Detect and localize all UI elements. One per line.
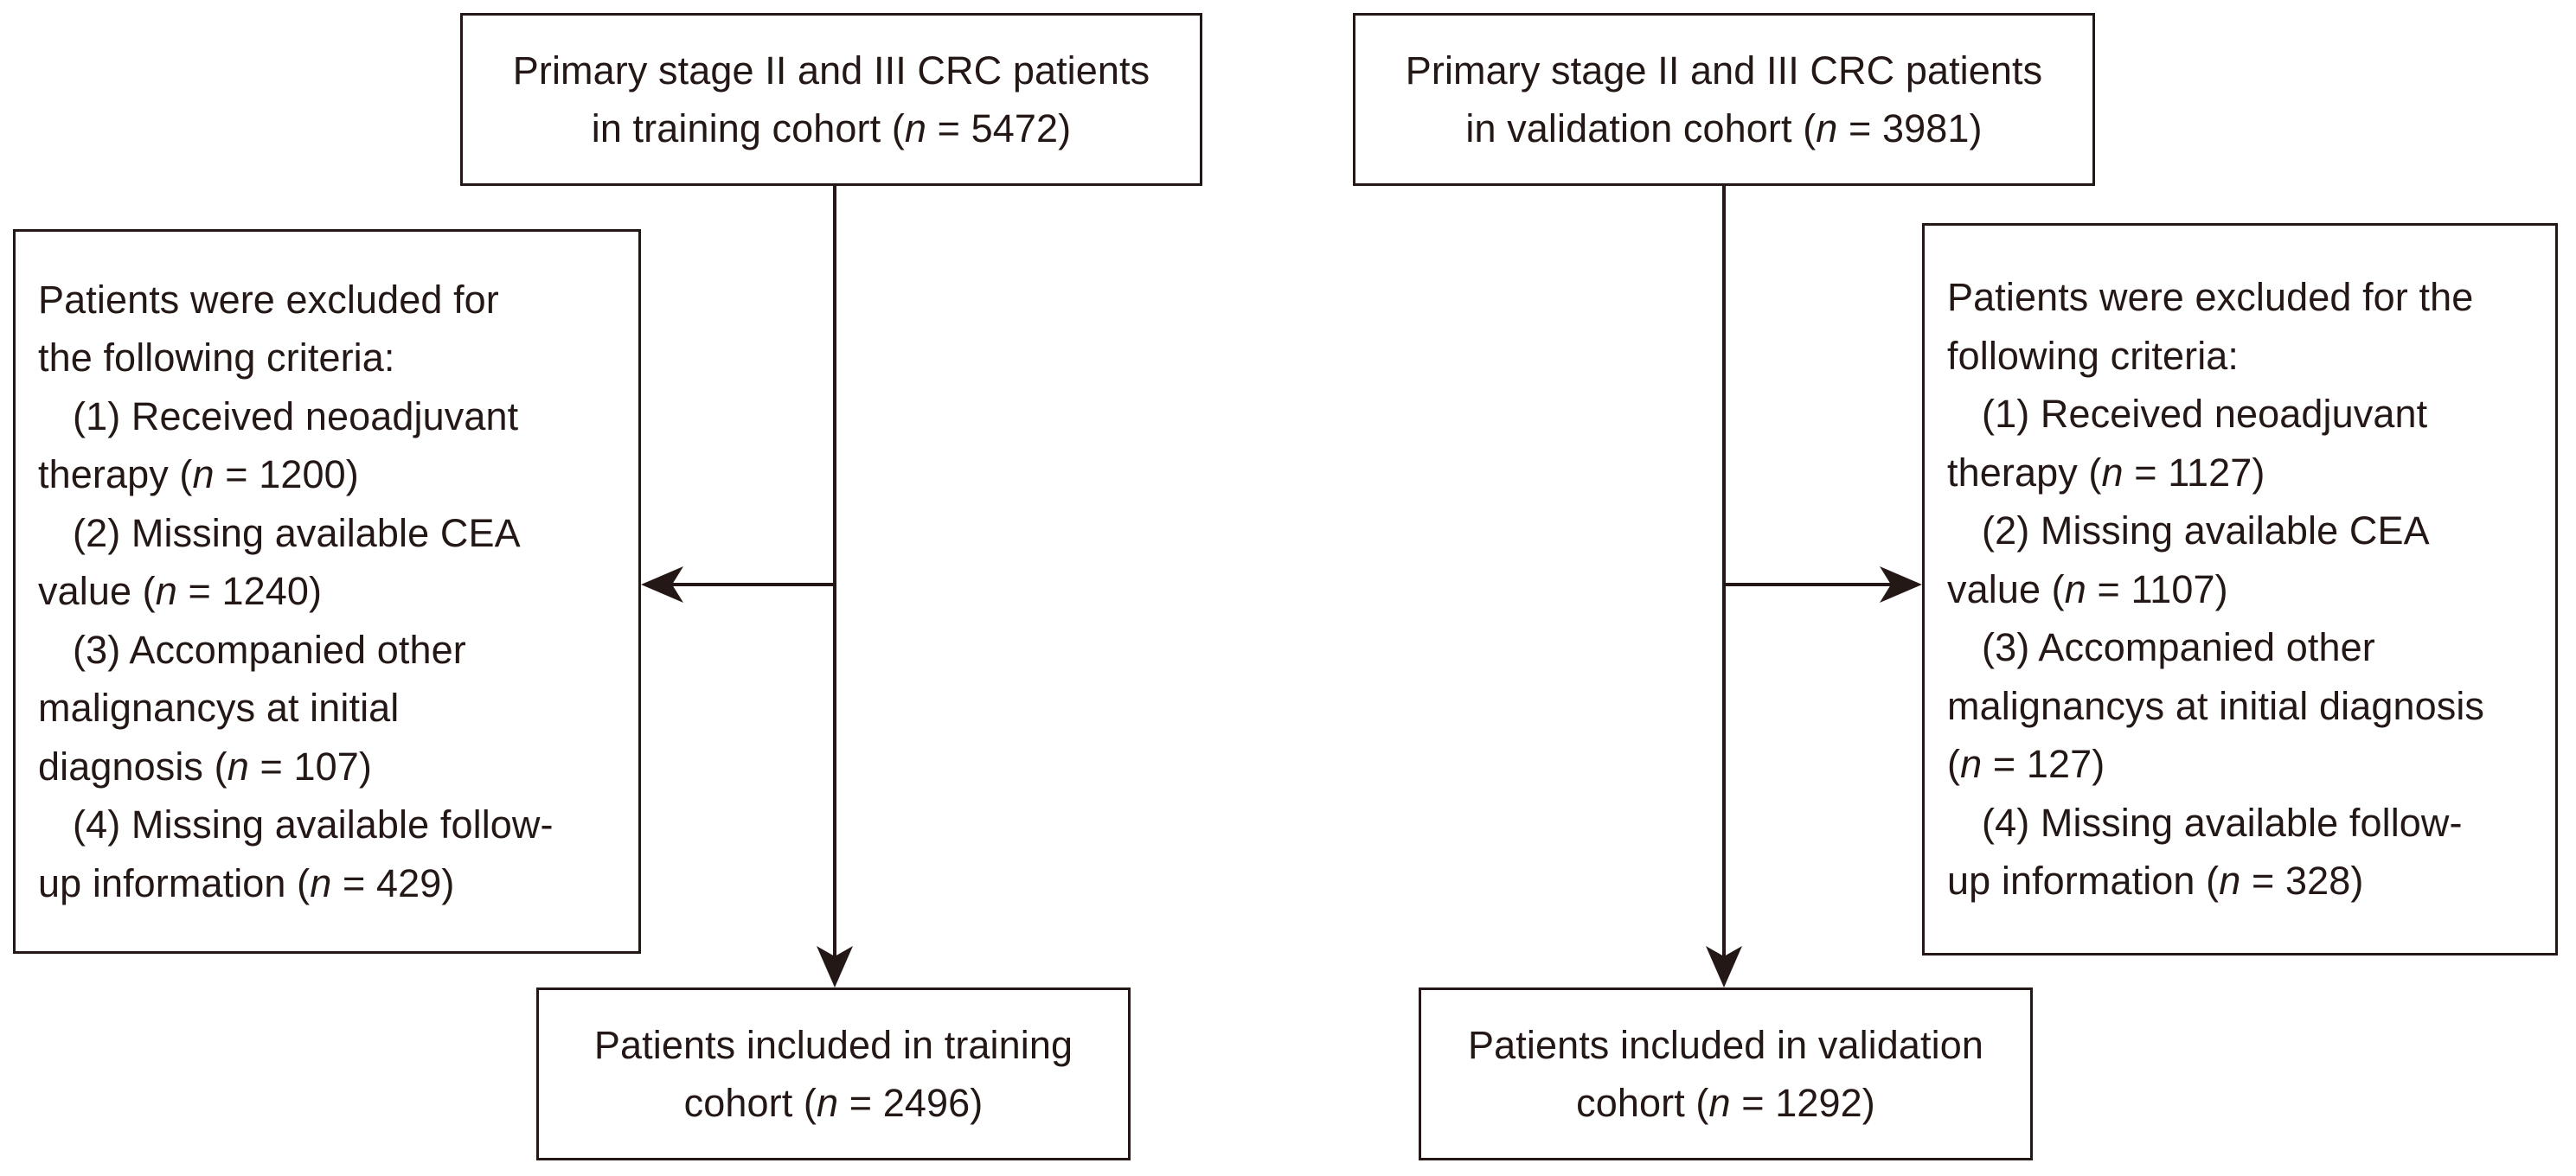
training-included-line-2: cohort (n = 2496) bbox=[669, 1074, 999, 1133]
node-validation-excluded: Patients were excluded for the following… bbox=[1922, 223, 2558, 956]
validation-criterion-3-cont: ( bbox=[1947, 742, 1961, 787]
validation-source-n-symbol: n bbox=[1816, 106, 1838, 150]
validation-criterion-1-post: = 1127) bbox=[2123, 450, 2265, 495]
validation-criterion-1-n-symbol: n bbox=[2101, 450, 2124, 495]
connector-validation-right bbox=[1724, 566, 1922, 603]
training-criterion-3-label: (3) Accompanied other bbox=[73, 627, 466, 672]
training-excluded-heading-2: the following criteria: bbox=[38, 336, 395, 380]
training-included-line-1: Patients included in training bbox=[593, 1022, 1073, 1067]
validation-excluded-heading-1: Patients were excluded for the bbox=[1947, 275, 2474, 320]
node-training-excluded: Patients were excluded for the following… bbox=[13, 229, 641, 954]
validation-criterion-3-count: (n = 127) bbox=[1925, 735, 2127, 794]
training-included-line-2-post: = 2496) bbox=[838, 1081, 984, 1125]
validation-criterion-3-label: (3) Accompanied other bbox=[1982, 625, 2375, 670]
training-criterion-2-count: value (n = 1240) bbox=[16, 562, 344, 621]
training-criterion-3-count: diagnosis (n = 107) bbox=[16, 738, 394, 796]
validation-criterion-4-post: = 328) bbox=[2240, 859, 2364, 904]
node-training-included: Patients included in training cohort (n … bbox=[536, 987, 1131, 1160]
training-criterion-1-post: = 1200) bbox=[214, 452, 359, 497]
training-included-line-2-pre: cohort ( bbox=[683, 1081, 817, 1125]
training-criterion-3-n-symbol: n bbox=[227, 744, 249, 789]
node-training-source: Primary stage II and III CRC patients in… bbox=[460, 13, 1202, 186]
validation-criterion-3-post: = 127) bbox=[1982, 742, 2105, 787]
validation-included-line-2-pre: cohort ( bbox=[1576, 1081, 1709, 1125]
training-included-n-symbol: n bbox=[817, 1081, 839, 1125]
validation-criterion-2-count: value (n = 1107) bbox=[1925, 560, 2251, 619]
node-validation-included: Patients included in validation cohort (… bbox=[1419, 987, 2033, 1160]
training-criterion-1-cont: therapy ( bbox=[38, 452, 193, 497]
training-criterion-4-count: up information (n = 429) bbox=[16, 854, 477, 913]
validation-criterion-1-cont: therapy ( bbox=[1947, 450, 2102, 495]
validation-source-line-2-post: = 3981) bbox=[1837, 106, 1983, 150]
training-criterion-4-n-symbol: n bbox=[310, 860, 332, 905]
validation-criterion-4-count: up information (n = 328) bbox=[1925, 852, 2386, 911]
validation-criterion-1-count: therapy (n = 1127) bbox=[1925, 444, 2287, 502]
validation-included-n-symbol: n bbox=[1708, 1081, 1731, 1125]
validation-criterion-2-n-symbol: n bbox=[2064, 566, 2086, 611]
validation-criterion-4-n-symbol: n bbox=[2219, 859, 2241, 904]
validation-criterion-4-cont: up information ( bbox=[1947, 859, 2220, 904]
training-criterion-1-label: (1) Received neoadjuvant bbox=[73, 393, 519, 438]
connector-training-left bbox=[641, 566, 835, 603]
training-criterion-4-post: = 429) bbox=[331, 860, 455, 905]
training-source-line-1: Primary stage II and III CRC patients bbox=[512, 48, 1150, 93]
connector-training-down bbox=[817, 186, 853, 987]
training-source-line-2-post: = 5472) bbox=[926, 106, 1072, 150]
validation-criterion-2-label: (2) Missing available CEA bbox=[1982, 508, 2430, 553]
validation-criterion-2-cont: value ( bbox=[1947, 566, 2065, 611]
training-source-n-symbol: n bbox=[904, 106, 927, 150]
training-source-line-2-pre: in training cohort ( bbox=[591, 106, 905, 150]
training-excluded-heading-1: Patients were excluded for bbox=[38, 277, 499, 322]
validation-criterion-3-cont2: malignancys at initial diagnosis bbox=[1947, 683, 2485, 728]
validation-criterion-2-post: = 1107) bbox=[2086, 566, 2228, 611]
validation-included-line-1: Patients included in validation bbox=[1468, 1022, 1983, 1067]
training-criterion-2-label: (2) Missing available CEA bbox=[73, 510, 521, 555]
training-criterion-3-cont: diagnosis ( bbox=[38, 744, 227, 789]
training-criterion-2-cont: value ( bbox=[38, 569, 156, 614]
training-criterion-3-cont2: malignancys at initial bbox=[38, 686, 400, 731]
validation-criterion-3-n-symbol: n bbox=[1960, 742, 1983, 787]
connector-validation-down bbox=[1706, 186, 1742, 987]
validation-source-line-1: Primary stage II and III CRC patients bbox=[1405, 48, 2043, 93]
training-criterion-4-label: (4) Missing available follow- bbox=[73, 802, 554, 847]
training-criterion-1-count: therapy (n = 1200) bbox=[16, 445, 381, 504]
validation-included-line-2: cohort (n = 1292) bbox=[1560, 1074, 1891, 1133]
validation-included-line-2-post: = 1292) bbox=[1730, 1081, 1875, 1125]
training-criterion-3-post: = 107) bbox=[248, 744, 372, 789]
validation-source-line-2-pre: in validation cohort ( bbox=[1465, 106, 1817, 150]
training-source-line-2: in training cohort (n = 5472) bbox=[576, 99, 1087, 158]
training-criterion-1-n-symbol: n bbox=[192, 452, 215, 497]
training-criterion-2-post: = 1240) bbox=[176, 569, 323, 614]
validation-source-line-2: in validation cohort (n = 3981) bbox=[1450, 99, 1997, 158]
validation-criterion-1-label: (1) Received neoadjuvant bbox=[1982, 392, 2428, 437]
training-criterion-2-n-symbol: n bbox=[155, 569, 177, 614]
validation-criterion-4-label: (4) Missing available follow- bbox=[1982, 800, 2463, 845]
validation-excluded-heading-2: following criteria: bbox=[1947, 333, 2240, 378]
training-criterion-4-cont: up information ( bbox=[38, 860, 311, 905]
node-validation-source: Primary stage II and III CRC patients in… bbox=[1353, 13, 2095, 186]
